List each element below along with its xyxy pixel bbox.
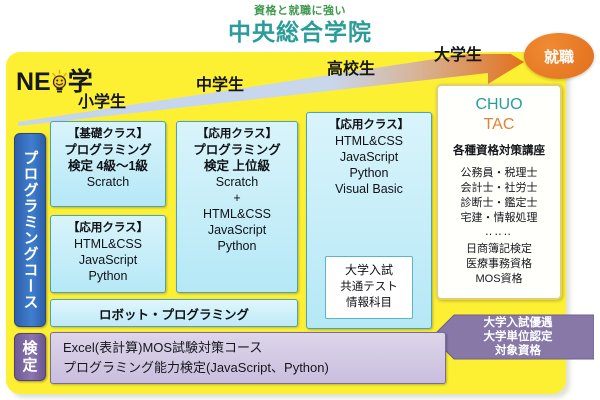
neo-logo-text-after: 学 [67,68,93,96]
course-line: Visual Basic [335,182,403,196]
header-tagline: 資格と就職に強い [254,5,346,17]
course-line: JavaScript [207,223,267,237]
entrance-exam-line: 情報科目 [346,297,392,309]
tac-qualification-item: 日商簿記検定 [466,243,532,255]
tac-qualification-item: 会計士・社労士 [460,182,538,194]
benefit-arrow-line: 対象資格 [495,345,541,357]
kentei-course-line: Excel(表計算)MOS試験対策コース [63,340,263,355]
tac-qualification-item: 宅建・情報処理 [460,212,538,224]
stage-label-elementary: 小学生 [78,94,127,111]
course-line: HTML&CSS [334,134,404,148]
tac-ellipsis: ‥‥‥ [484,226,514,238]
neo-logo-text-before: NE [16,68,51,96]
lightbulb-smiley-icon [51,69,68,94]
course-line: プログラミング [64,143,152,157]
header: 資格と就職に強い 中央総合学院 [0,4,600,46]
course-line: 検定 上位級 [204,159,270,173]
course-box-elementary-applied[interactable]: 【応用クラス】 HTML&CSS JavaScript Python [50,215,166,293]
entrance-exam-box: 大学入試 共通テスト 情報科目 [325,256,413,319]
neo-logo: NE 学 [16,62,93,98]
tac-qualification-list: 公務員・税理士 会計士・社労士 診断士・鑑定士 宅建・情報処理 [438,166,560,226]
course-title: 【基礎クラス】 [67,128,149,140]
tac-qualification-item: MOS資格 [475,273,523,285]
tac-qualification-item: 診断士・鑑定士 [460,197,538,209]
course-line: JavaScript [339,150,399,164]
course-line: JavaScript [78,253,138,267]
stage-label-junior-high: 中学生 [196,77,245,94]
kentei-char-1: 検 [22,340,38,357]
tac-brand-top: CHUO [475,96,523,113]
kentei-course-line: プログラミング能力検定(JavaScript、Python) [63,360,329,375]
course-line: Python [349,166,389,180]
stage-label-university: 大学生 [434,47,483,64]
stage-label-high-school: 高校生 [327,61,376,78]
benefit-arrow-line: 大学単位認定 [483,331,553,343]
sidebar-tab-programming-course[interactable]: プログラミングコース [14,133,46,327]
course-line: HTML&CSS [73,237,143,251]
course-title: 【応用クラス】 [196,128,278,140]
course-line: Scratch [215,175,259,189]
kentei-char-2: 定 [22,357,38,374]
course-box-junior-high-applied[interactable]: 【応用クラス】 プログラミング 検定 上位級 Scratch + HTML&CS… [176,121,298,293]
growth-arrow-band [18,54,524,126]
benefit-arrow-line: 大学入試優遇 [483,317,553,329]
course-bar-robot-programming[interactable]: ロボット・プログラミング [50,299,298,327]
tac-qualification-item: 公務員・税理士 [460,167,538,179]
course-line: Python [217,239,257,253]
entrance-exam-line: 大学入試 [344,263,393,277]
course-line: Scratch [86,175,130,189]
chuo-tac-panel[interactable]: CHUO TAC 各種資格対策講座 公務員・税理士 会計士・社労士 診断士・鑑定… [436,84,562,300]
tac-qualification-list-2: 日商簿記検定 医療事務資格 MOS資格 [438,242,560,287]
sidebar-tab-kentei[interactable]: 検 定 [14,333,46,381]
course-line: プログラミング [193,143,281,157]
course-title: 【応用クラス】 [67,222,149,234]
page-title: 中央総合学院 [228,19,372,45]
course-line: HTML&CSS [202,207,272,221]
course-line: + [233,191,241,205]
tac-qualification-item: 医療事務資格 [466,258,532,270]
course-title: 【応用クラス】 [328,119,410,131]
entrance-exam-line: 共通テスト [340,281,398,293]
tac-brand-bottom: TAC [483,116,515,133]
course-line: Python [88,269,128,283]
kentei-course-bar[interactable]: Excel(表計算)MOS試験対策コース プログラミング能力検定(JavaScr… [50,332,446,384]
employment-badge: 就職 [524,33,594,79]
course-box-elementary-basic[interactable]: 【基礎クラス】 プログラミング 検定 4級〜1級 Scratch [50,121,166,207]
course-line: 検定 4級〜1級 [68,159,148,173]
course-box-high-school-applied[interactable]: 【応用クラス】 HTML&CSS JavaScript Python Visua… [306,112,432,329]
benefit-arrow: 大学入試優遇 大学単位認定 対象資格 [432,311,594,363]
tac-heading: 各種資格対策講座 [453,145,545,157]
